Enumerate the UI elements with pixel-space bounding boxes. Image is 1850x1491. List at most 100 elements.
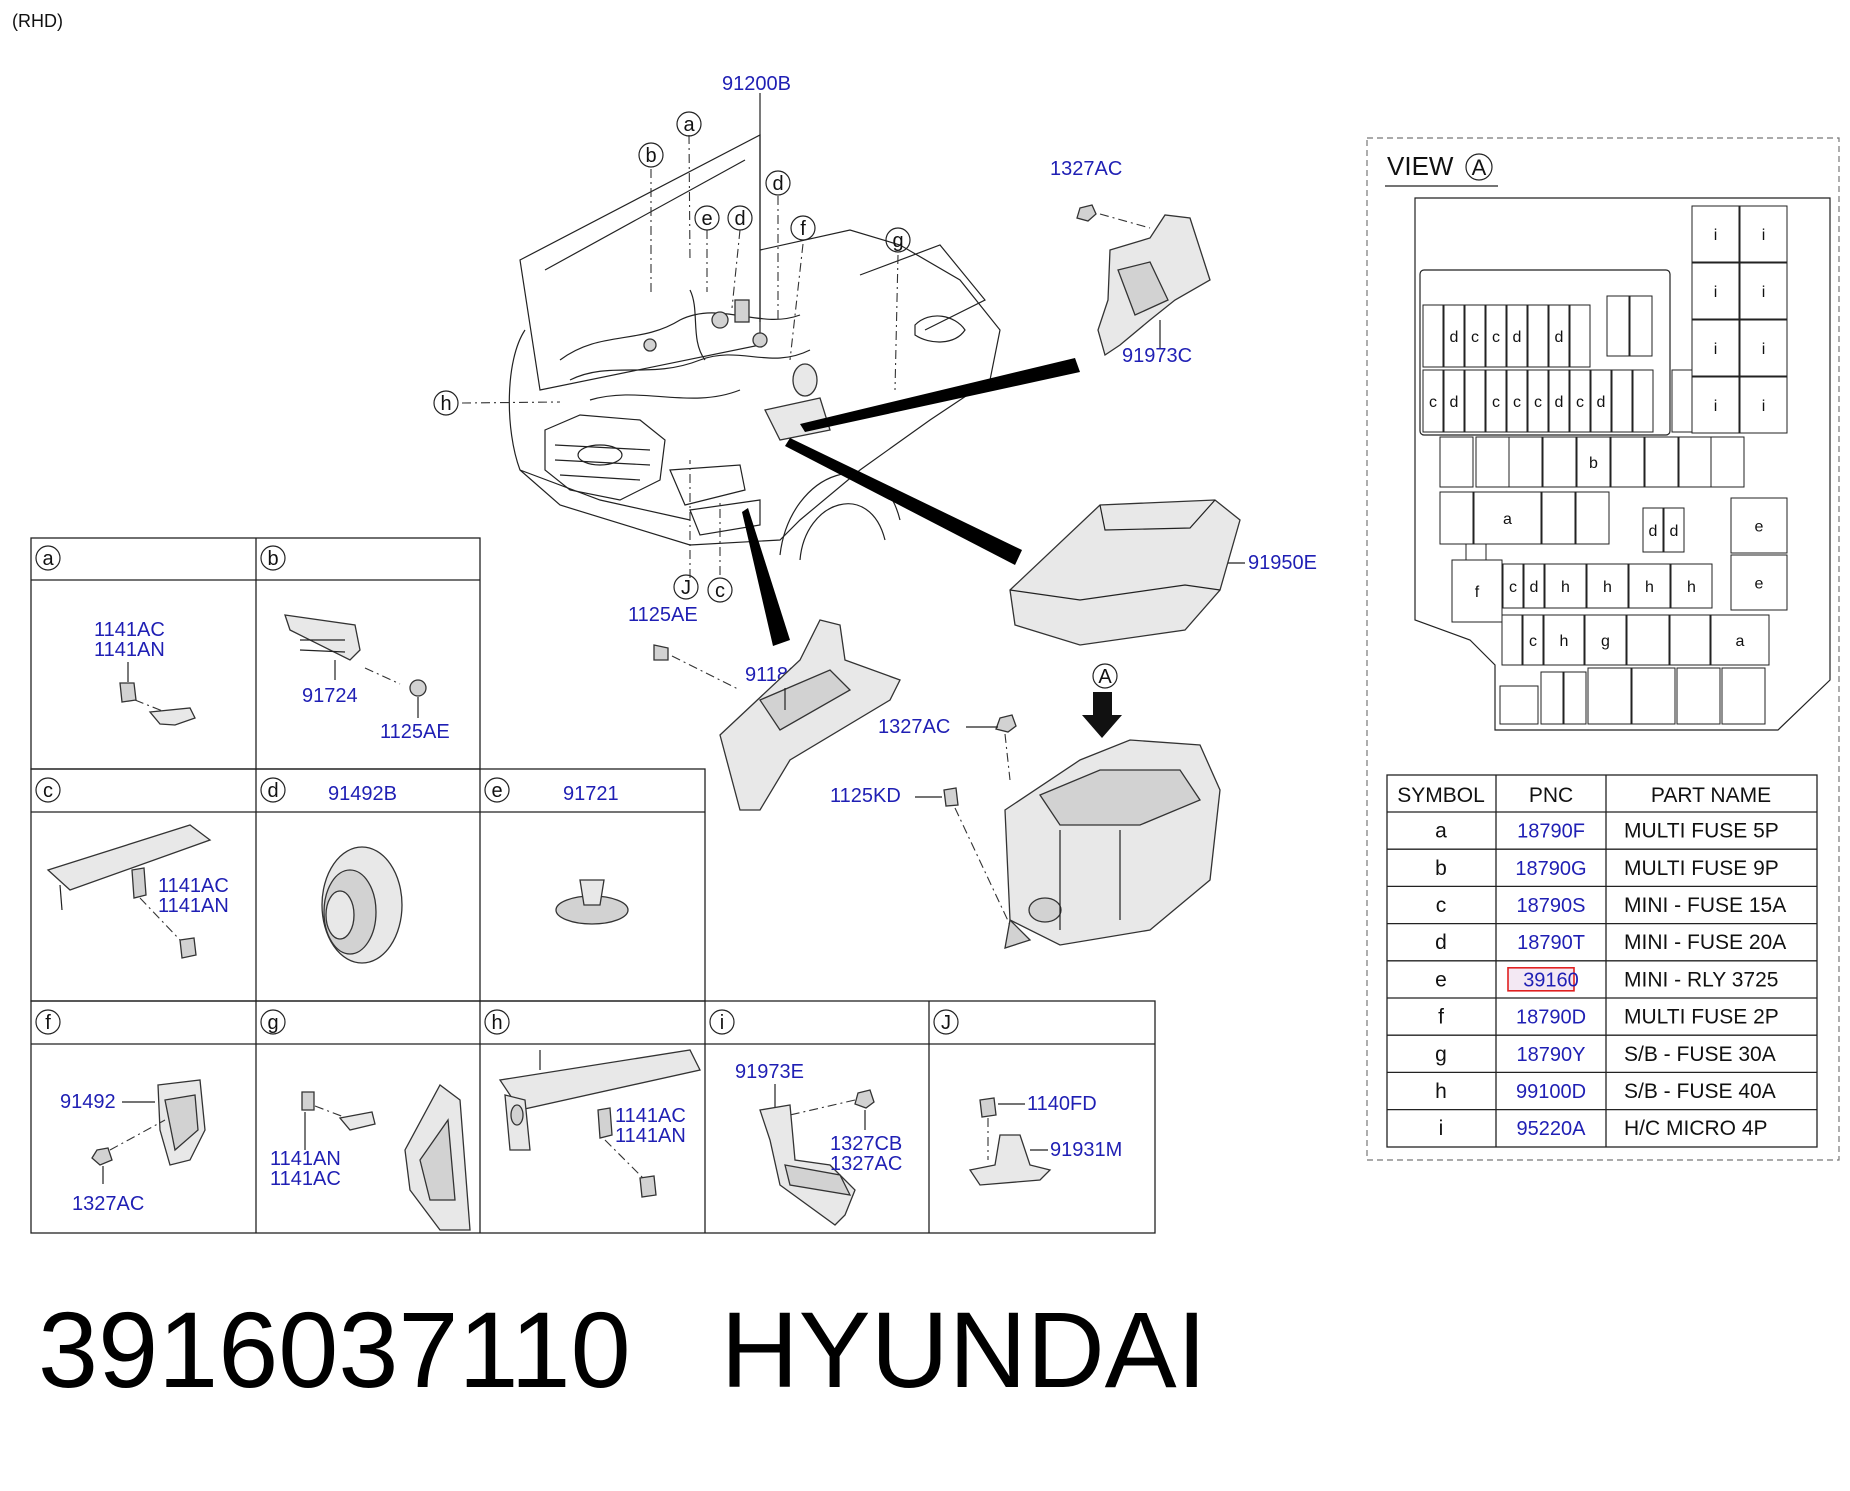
fuse-slot xyxy=(1542,436,1577,488)
fuse-slot xyxy=(1464,369,1486,433)
svg-text:1141AN: 1141AN xyxy=(615,1125,686,1147)
fuse-slot-label: d xyxy=(1530,579,1539,596)
fuse-slot xyxy=(1523,563,1545,609)
fuse-slot xyxy=(1485,369,1507,433)
legend-part-name: H/C MICRO 4P xyxy=(1624,1117,1768,1140)
legend-pnc[interactable]: 18790Y xyxy=(1517,1044,1586,1066)
fuse-slot-label: d xyxy=(1597,394,1606,411)
fuse-slot-label: a xyxy=(1736,633,1745,650)
panel-e: 91721 xyxy=(555,783,629,925)
fuse-slot-label: g xyxy=(1601,633,1610,650)
fuse-slot-label: i xyxy=(1762,398,1766,415)
fuse-slot xyxy=(1464,304,1486,368)
view-badge: A xyxy=(1472,155,1487,180)
svg-text:e: e xyxy=(701,208,712,230)
fuse-slot xyxy=(1691,319,1740,377)
fuse-slot xyxy=(1473,491,1542,545)
svg-text:1141AN: 1141AN xyxy=(270,1148,341,1170)
legend-symbol: e xyxy=(1435,968,1447,991)
fuse-slot-label: i xyxy=(1762,284,1766,301)
svg-text:f: f xyxy=(800,218,806,240)
fuse-slot xyxy=(1629,295,1653,357)
fuse-slot xyxy=(1502,563,1524,609)
legend-pnc[interactable]: 39160 xyxy=(1523,969,1579,991)
leader-lines xyxy=(461,93,899,578)
fuse-slot xyxy=(1631,667,1676,725)
panel-b: 91724 1125AE xyxy=(284,614,450,743)
main-callouts: a b d e d f g h J c A xyxy=(433,111,1118,689)
svg-text:1327AC: 1327AC xyxy=(72,1193,144,1215)
panel-f: 91492 1327AC xyxy=(60,1079,206,1215)
fuse-slot xyxy=(1527,304,1549,368)
svg-text:1327CB: 1327CB xyxy=(830,1133,902,1155)
fuse-slot xyxy=(1443,304,1465,368)
panel-g: 1141AN 1141AC xyxy=(270,1084,471,1231)
svg-text:c: c xyxy=(43,780,53,802)
fuse-slot xyxy=(1540,671,1564,725)
svg-text:1141AC: 1141AC xyxy=(615,1105,686,1127)
fuse-slot xyxy=(1586,563,1629,609)
legend-pnc[interactable]: 18790S xyxy=(1517,895,1586,917)
highlight-box xyxy=(1507,966,1575,992)
legend-pnc[interactable]: 18790G xyxy=(1515,858,1586,880)
fuse-slot xyxy=(1642,507,1664,553)
svg-text:91724: 91724 xyxy=(302,685,358,707)
fuse-slot-label: c xyxy=(1529,633,1537,650)
fuse-slot xyxy=(1739,262,1788,320)
legend-symbol: g xyxy=(1435,1043,1447,1066)
fuse-slot xyxy=(1691,376,1740,434)
fuse-slot xyxy=(1626,614,1670,666)
fuse-slot-label: d xyxy=(1555,329,1564,346)
main-pnc-labels: 91200B 1327AC 91973C 91950E 1125AE 91188… xyxy=(628,73,1317,807)
fuse-slot xyxy=(1522,614,1544,666)
legend-pnc[interactable]: 18790T xyxy=(1517,932,1585,954)
fuse-slot-label: i xyxy=(1762,227,1766,244)
label-91950E: 91950E xyxy=(1248,552,1317,574)
fuse-slot xyxy=(1590,369,1612,433)
fuse-slot xyxy=(1569,304,1591,368)
svg-text:91721: 91721 xyxy=(563,783,619,805)
legend-part-name: MINI - RLY 3725 xyxy=(1624,968,1778,991)
fuse-slot-label: d xyxy=(1450,394,1459,411)
legend-pnc[interactable]: 99100D xyxy=(1516,1081,1586,1103)
fuse-slot xyxy=(1587,667,1632,725)
fuse-slot xyxy=(1569,369,1591,433)
fuse-slot xyxy=(1721,667,1766,725)
fuse-slot xyxy=(1439,491,1474,545)
fuse-slot xyxy=(1576,436,1611,488)
svg-text:91492: 91492 xyxy=(60,1091,116,1113)
fuse-slot xyxy=(1611,369,1633,433)
svg-text:c: c xyxy=(715,580,725,602)
label-91973C: 91973C xyxy=(1122,345,1192,367)
fuse-slot xyxy=(1439,436,1474,488)
svg-text:a: a xyxy=(683,114,695,136)
svg-text:d: d xyxy=(267,780,278,802)
rhd-label: (RHD) xyxy=(12,11,63,31)
fuse-slot xyxy=(1506,369,1528,433)
fuse-slot xyxy=(1710,436,1745,488)
legend-pnc[interactable]: 95220A xyxy=(1517,1118,1587,1140)
svg-text:g: g xyxy=(267,1012,278,1034)
fuse-slot xyxy=(1563,671,1587,725)
legend-part-name: S/B - FUSE 40A xyxy=(1624,1080,1776,1103)
fuse-slot xyxy=(1541,491,1576,545)
fuse-slot xyxy=(1527,369,1549,433)
fuse-slot-label: h xyxy=(1560,633,1569,650)
fuse-slot-label: b xyxy=(1589,455,1598,472)
fuse-slot xyxy=(1669,614,1711,666)
fuse-slot xyxy=(1422,369,1444,433)
fuse-slot-label: h xyxy=(1603,579,1612,596)
fuse-slot xyxy=(1644,436,1679,488)
fuse-slot xyxy=(1670,563,1713,609)
label-1327AC-mid: 1327AC xyxy=(878,716,950,738)
legend-pnc[interactable]: 18790D xyxy=(1516,1007,1586,1029)
legend-pnc[interactable]: 18790F xyxy=(1517,821,1585,843)
label-91200B: 91200B xyxy=(722,73,791,95)
fuse-slot xyxy=(1663,507,1685,553)
legend-header-symbol: SYMBOL xyxy=(1397,784,1485,807)
